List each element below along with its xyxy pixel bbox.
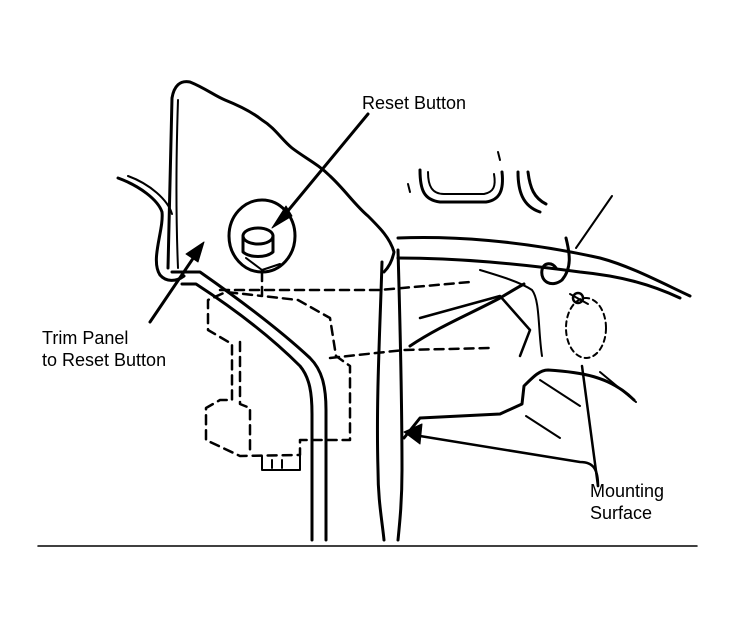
pillar-left-line	[375, 260, 386, 542]
lower-panel	[402, 368, 636, 440]
small-tick	[407, 183, 411, 193]
mount-leader-arrowhead	[403, 423, 423, 445]
reset-button-label: Reset Button	[362, 93, 467, 113]
door-frame-outer	[170, 270, 328, 542]
trim-panel-outline	[166, 80, 396, 274]
mounting-surface-label: Mounting Surface	[590, 480, 664, 524]
trim-panel-label: Trim Panel to Reset Button	[42, 327, 166, 371]
reset-button-base	[245, 257, 281, 271]
hidden-housing	[204, 270, 352, 458]
bracket-hook	[540, 236, 571, 286]
hidden-housing-inner	[238, 340, 252, 454]
trim-leader-arrow	[148, 252, 198, 324]
reset-button-body	[241, 234, 275, 258]
grab-handle-1	[418, 168, 504, 204]
mounting-screw	[571, 291, 585, 305]
small-tick-2	[497, 151, 501, 161]
grab-handle-1-inner	[427, 171, 496, 195]
mounting-surface-label-line2: Surface	[590, 503, 653, 523]
bracket-leader	[575, 195, 613, 249]
trim-panel-label-line1: Trim Panel	[42, 328, 129, 348]
mounting-oval	[565, 297, 607, 359]
roof-rail-bottom	[396, 256, 682, 300]
grab-handle-2	[516, 170, 548, 214]
pillar-right-line	[396, 248, 404, 542]
mounting-screw-head	[569, 293, 589, 305]
mounting-surface-label-line1: Mounting	[590, 481, 665, 501]
hidden-lower-dash	[328, 346, 492, 360]
reset-leader-arrowhead	[271, 205, 293, 229]
right-edge-line	[599, 371, 637, 403]
trim-panel-label-line2: to Reset Button	[42, 350, 167, 370]
trim-leader-arrowhead	[185, 241, 205, 263]
roof-rail-top	[396, 236, 692, 298]
mount-leader-1	[580, 364, 600, 488]
reset-button-top	[241, 226, 275, 246]
panel-diagonal-2	[479, 269, 543, 357]
lower-panel-inner	[525, 379, 581, 439]
panel-diagonal-3	[418, 294, 532, 358]
left-body-edge	[116, 176, 186, 282]
trim-panel-left-edge	[175, 99, 179, 269]
mount-leader-2	[418, 434, 600, 488]
panel-diagonal-1	[408, 282, 526, 348]
door-frame-inner	[180, 282, 314, 542]
hidden-cable-dash	[218, 280, 472, 292]
hidden-connector	[261, 455, 301, 471]
reset-leader-arrow	[280, 112, 370, 220]
